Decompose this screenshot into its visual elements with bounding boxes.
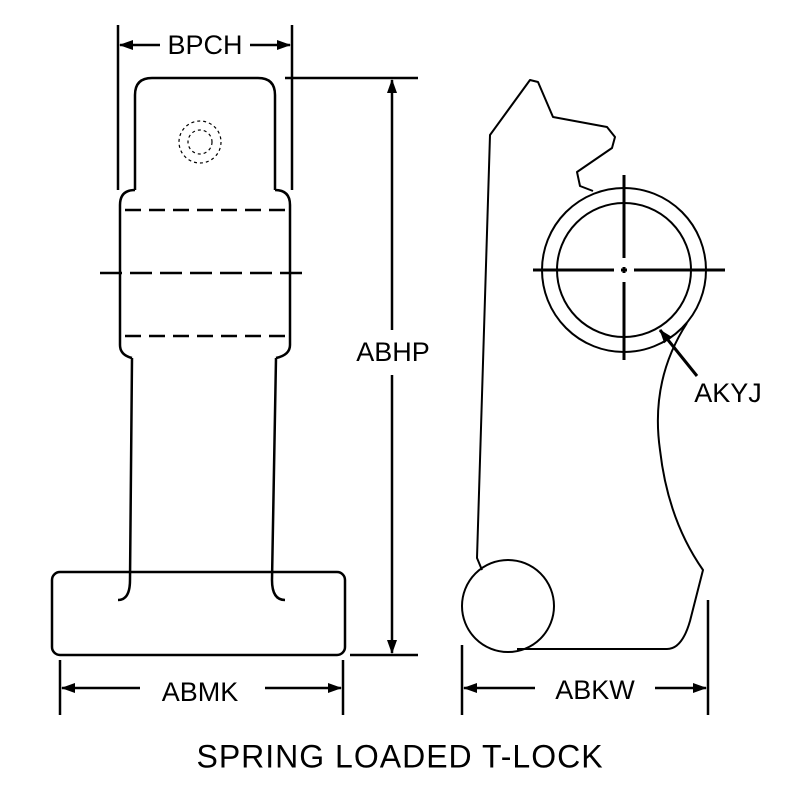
side-view <box>461 79 725 653</box>
dimension-label-abmk: ABMK <box>158 677 242 707</box>
front-view <box>50 76 347 657</box>
front-stem <box>117 357 286 602</box>
bore-crosshair <box>533 175 725 360</box>
front-flange <box>118 188 292 360</box>
dimension-label-abhp: ABHP <box>353 337 433 367</box>
diagram-title: SPRING LOADED T-LOCK <box>196 738 604 775</box>
dimension-label-akyj: AKYJ <box>694 378 762 408</box>
hidden-pin-outer <box>178 120 222 164</box>
side-roller <box>461 559 555 653</box>
side-body-outline <box>476 79 704 650</box>
akyj-leader-arrow <box>658 329 699 377</box>
dimension-label-abkw: ABKW <box>552 675 638 705</box>
hidden-pin-inner <box>187 129 213 155</box>
dimension-label-bpch: BPCH <box>164 30 246 60</box>
front-base <box>50 570 347 657</box>
dimension-lines <box>58 25 710 715</box>
front-body-outline <box>133 76 277 190</box>
